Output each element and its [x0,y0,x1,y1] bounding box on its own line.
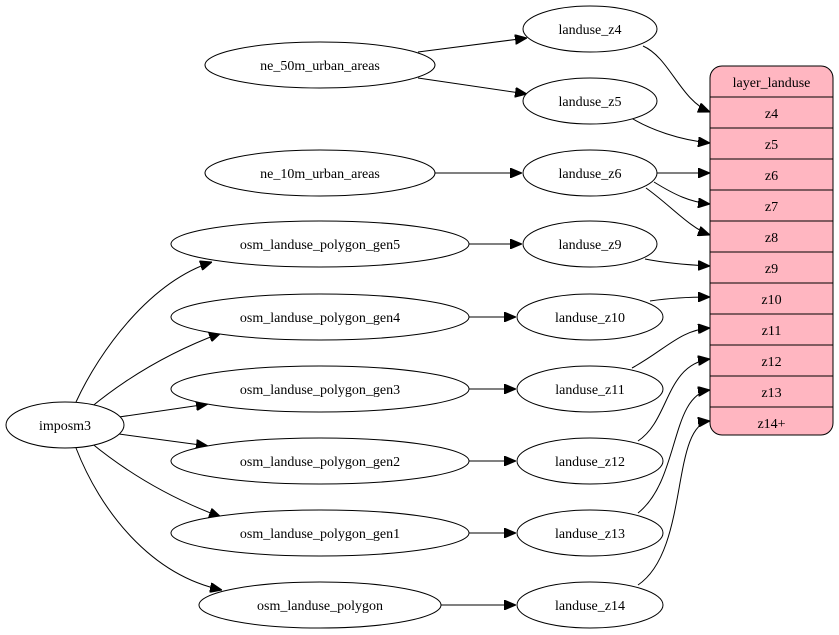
record-fields: z4 z5 z6 z7 z8 z9 z10 z11 z12 z13 z14+ [710,96,833,432]
edge-imposm3-to-gen4 [89,333,221,409]
node-label: osm_landuse_polygon_gen3 [240,383,400,398]
node-landuse-z11: landuse_z11 [516,365,664,413]
record-field-z8: z8 [765,231,778,246]
node-osm-landuse-polygon-gen3: osm_landuse_polygon_gen3 [170,365,470,413]
record-field-z9: z9 [765,262,778,277]
node-landuse-z10: landuse_z10 [516,293,664,341]
node-label: landuse_z6 [559,167,622,182]
record-field-z10: z10 [761,293,781,308]
edge-ne50-to-landuse-z5 [417,77,527,94]
node-ne-10m-urban-areas: ne_10m_urban_areas [204,149,436,197]
node-label: osm_landuse_polygon_gen1 [240,527,400,542]
layer-landuse-record: layer_landuse z4 z5 z6 z7 z8 z9 z10 z11 z12 z13 z1… [709,65,834,436]
node-osm-landuse-polygon-gen1: osm_landuse_polygon_gen1 [170,509,470,557]
record-field-z11: z11 [762,324,782,339]
node-osm-landuse-polygon: osm_landuse_polygon [198,581,442,629]
edge-landuse-z14-to-field-z14plus [637,421,710,586]
edge-landuse-z9-to-field-z9 [644,258,710,266]
node-label: landuse_z14 [555,599,625,614]
node-label: landuse_z12 [555,455,625,470]
node-label: ne_10m_urban_areas [260,167,380,182]
node-label: landuse_z5 [559,95,622,110]
node-landuse-z6: landuse_z6 [522,149,658,197]
node-osm-landuse-polygon-gen2: osm_landuse_polygon_gen2 [170,437,470,485]
edge-landuse-z5-to-field-z5 [627,115,710,143]
record-field-z5: z5 [765,138,778,153]
node-label: osm_landuse_polygon_gen4 [240,311,400,326]
node-label: osm_landuse_polygon [257,599,383,614]
source-nodes: ne_50m_urban_areas ne_10m_urban_areas os… [5,41,470,629]
edge-landuse-z6-to-field-z8 [645,187,710,235]
node-label: osm_landuse_polygon_gen2 [240,455,400,470]
record-title: layer_landuse [733,76,811,91]
node-landuse-z14: landuse_z14 [516,581,664,629]
edge-landuse-z4-to-field-z4 [642,45,710,112]
record-field-z4: z4 [765,107,778,122]
record-box [709,65,834,436]
record-field-z12: z12 [761,355,781,370]
edge-imposm3-to-gen1 [89,441,221,517]
edge-ne50-to-landuse-z4 [417,38,527,53]
landuse-zoom-nodes: landuse_z4 landuse_z5 landuse_z6 landuse… [516,5,664,629]
node-label: osm_landuse_polygon_gen5 [240,238,400,253]
node-label: landuse_z10 [555,311,625,326]
edge-imposm3-to-gen3 [118,404,208,418]
node-label: imposm3 [39,419,91,434]
edge-landuse-z11-to-field-z11 [631,328,710,369]
record-field-z14plus: z14+ [757,417,785,432]
node-label: landuse_z9 [559,238,622,253]
node-ne-50m-urban-areas: ne_50m_urban_areas [204,41,436,89]
node-label: landuse_z4 [559,23,622,38]
node-label: landuse_z11 [555,383,624,398]
node-osm-landuse-polygon-gen4: osm_landuse_polygon_gen4 [170,293,470,341]
edge-landuse-z13-to-field-z13 [637,390,710,514]
edges [75,38,710,605]
node-imposm3: imposm3 [5,401,125,449]
record-field-z6: z6 [765,169,778,184]
record-field-z7: z7 [765,200,778,215]
edge-imposm3-to-gen2 [118,433,208,446]
node-osm-landuse-polygon-gen5: osm_landuse_polygon_gen5 [170,220,470,268]
node-landuse-z4: landuse_z4 [522,5,658,53]
node-landuse-z12: landuse_z12 [516,437,664,485]
node-landuse-z5: landuse_z5 [522,77,658,125]
edge-landuse-z6-to-field-z7 [653,181,710,204]
edge-landuse-z10-to-field-z10 [649,297,710,301]
node-label: ne_50m_urban_areas [260,59,380,74]
edge-landuse-z12-to-field-z12 [637,359,710,442]
node-landuse-z13: landuse_z13 [516,509,664,557]
edge-imposm3-to-poly [75,447,222,590]
node-landuse-z9: landuse_z9 [522,220,658,268]
edge-imposm3-to-gen5 [75,262,212,403]
node-label: landuse_z13 [555,527,625,542]
record-field-z13: z13 [761,386,781,401]
